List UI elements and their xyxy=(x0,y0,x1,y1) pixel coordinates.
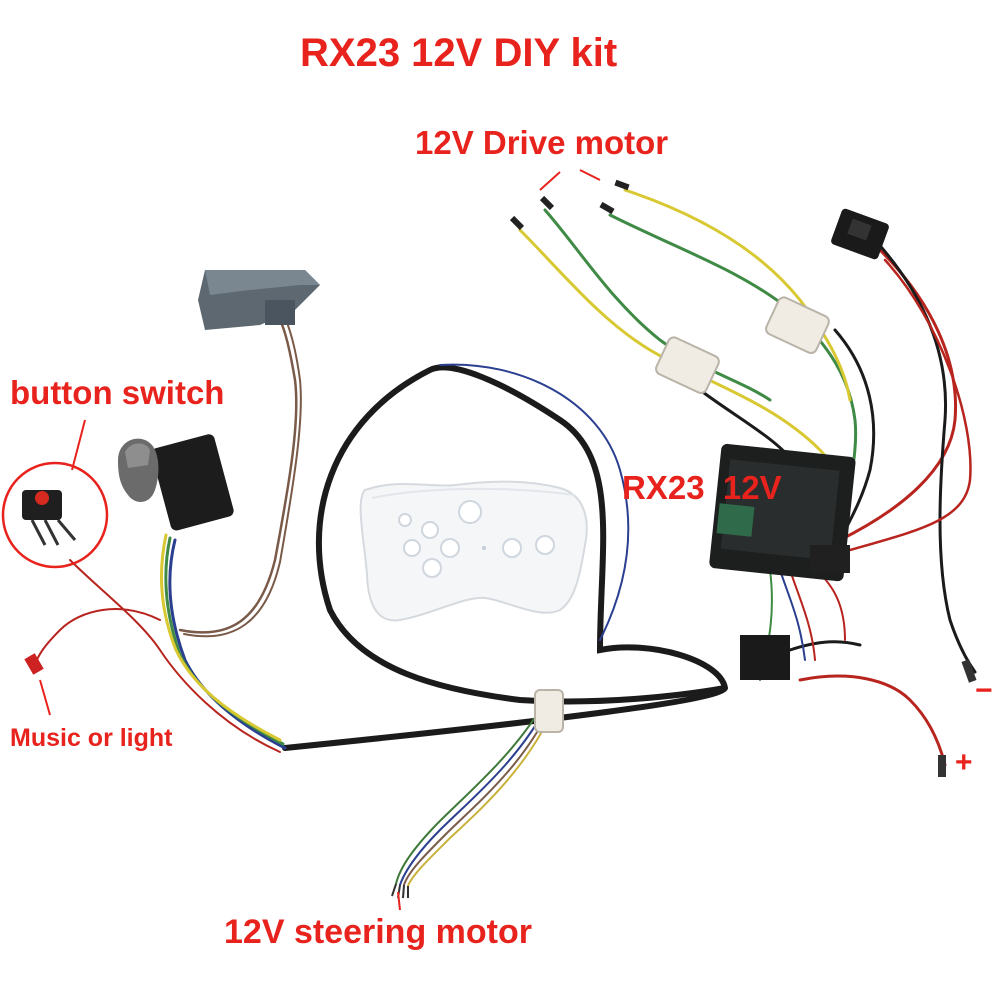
battery-minus-terminal xyxy=(961,659,977,683)
battery-plus-terminal xyxy=(938,755,946,777)
foot-pedal xyxy=(198,270,320,330)
button-switch-label: button switch xyxy=(10,374,225,411)
steering-terminals xyxy=(391,883,409,899)
pedal-brown-wire xyxy=(178,318,298,634)
music-light-terminal xyxy=(24,653,44,675)
rx23-controller xyxy=(709,443,856,680)
drive-motor-label: 12V Drive motor xyxy=(415,124,669,161)
button-switch xyxy=(1,419,109,569)
drive-motor-terminals xyxy=(509,179,630,231)
drive-yellow-wire-2 xyxy=(623,188,852,402)
power-switch xyxy=(831,208,889,260)
gear-shifter xyxy=(118,434,234,531)
battery-plus-label: + xyxy=(955,746,973,779)
steering-motor-label: 12V steering motor xyxy=(224,913,532,951)
main-black-loop-cable xyxy=(282,364,729,751)
power-black-wire xyxy=(873,238,977,674)
switch-harness xyxy=(168,538,287,750)
battery-minus-label: − xyxy=(975,674,993,707)
controller-label: RX23 12V xyxy=(622,469,782,506)
drive-connector-1 xyxy=(655,336,720,394)
music-light-label: Music or light xyxy=(10,724,173,752)
drive-connector-2 xyxy=(765,296,830,354)
remote-control xyxy=(359,480,588,622)
music-light-wire xyxy=(34,608,161,666)
steering-wire-bundle xyxy=(399,699,551,886)
steering-connector xyxy=(534,689,564,733)
drive-green-wire-1 xyxy=(543,208,772,402)
power-red-wire xyxy=(838,248,958,542)
battery-plus-wire xyxy=(798,674,947,767)
page-title: RX23 12V DIY kit xyxy=(300,31,618,75)
